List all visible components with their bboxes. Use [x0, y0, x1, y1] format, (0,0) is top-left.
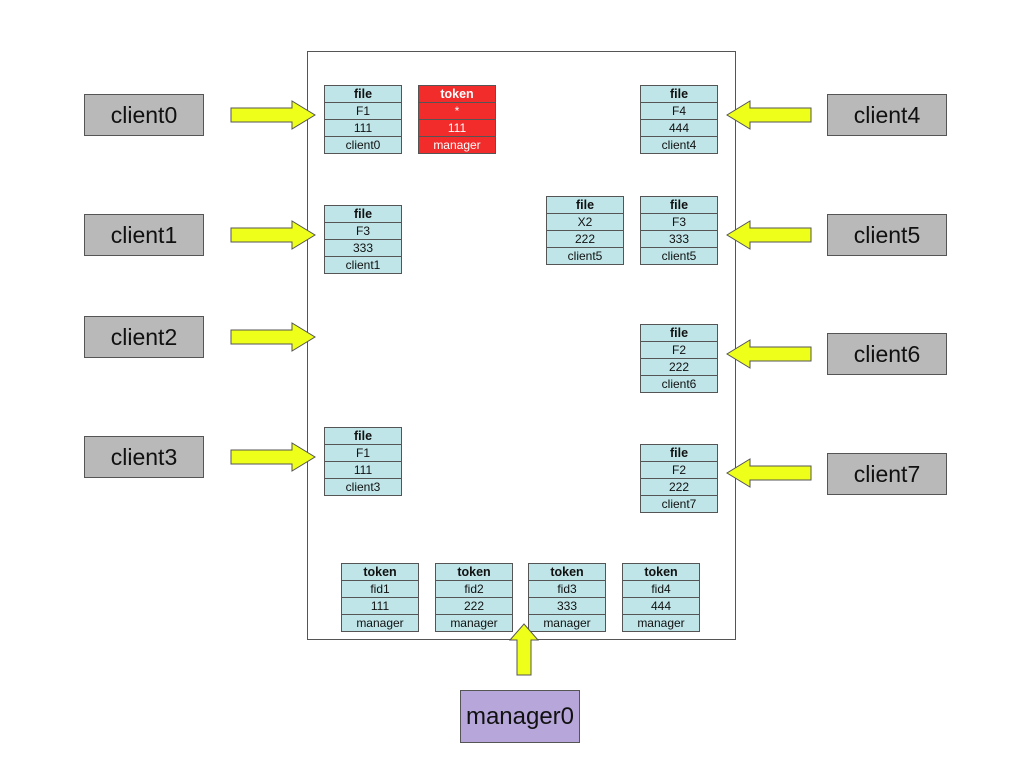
- tuple-field: fid1: [342, 580, 418, 597]
- tuple-header: file: [669, 326, 689, 340]
- tuple-field: F2: [641, 341, 717, 358]
- tuple-x2: file X2 222 client5: [546, 196, 624, 265]
- arrow-manager0: [508, 623, 540, 676]
- tuple-field: 333: [325, 239, 401, 256]
- tuple-field: manager: [623, 614, 699, 631]
- tuple-header: file: [353, 429, 373, 443]
- tuple-client7: file F2 222 client7: [640, 444, 718, 513]
- tuple-fid1: token fid1 111 manager: [341, 563, 419, 632]
- client7-box: client7: [827, 453, 947, 495]
- tuple-field: F2: [641, 461, 717, 478]
- tuple-header: file: [575, 198, 595, 212]
- tuple-field: client1: [325, 256, 401, 273]
- tuple-field: 222: [641, 358, 717, 375]
- tuple-field: 222: [547, 230, 623, 247]
- tuple-field: F4: [641, 102, 717, 119]
- tuple-header: file: [353, 87, 373, 101]
- client4-box: client4: [827, 94, 947, 136]
- tuple-field: fid3: [529, 580, 605, 597]
- tuple-field: client3: [325, 478, 401, 495]
- tuple-header: file: [669, 87, 689, 101]
- tuple-field: 111: [325, 461, 401, 478]
- tuple-client1: file F3 333 client1: [324, 205, 402, 274]
- tuple-field: 333: [641, 230, 717, 247]
- tuple-field: 444: [623, 597, 699, 614]
- tuple-field: client5: [547, 247, 623, 264]
- arrow-client4: [726, 100, 812, 130]
- client6-box: client6: [827, 333, 947, 375]
- tuple-field: 222: [641, 478, 717, 495]
- arrow-client3: [230, 442, 316, 472]
- client2-box: client2: [84, 316, 204, 358]
- tuple-field: manager: [419, 136, 495, 153]
- client1-box: client1: [84, 214, 204, 256]
- tuple-client5: file F3 333 client5: [640, 196, 718, 265]
- client5-box: client5: [827, 214, 947, 256]
- arrow-client6: [726, 339, 812, 369]
- manager0-box: manager0: [460, 690, 580, 743]
- tuple-header: token: [363, 565, 397, 579]
- tuple-field: 333: [529, 597, 605, 614]
- tuple-token-highlighted: token * 111 manager: [418, 85, 496, 154]
- arrow-client7: [726, 458, 812, 488]
- tuple-client4: file F4 444 client4: [640, 85, 718, 154]
- tuple-client0: file F1 111 client0: [324, 85, 402, 154]
- tuple-field: 222: [436, 597, 512, 614]
- tuple-field: 111: [419, 119, 495, 136]
- tuple-client6: file F2 222 client6: [640, 324, 718, 393]
- tuple-header: file: [669, 446, 689, 460]
- arrow-client0: [230, 100, 316, 130]
- tuple-field: X2: [547, 213, 623, 230]
- tuple-fid4: token fid4 444 manager: [622, 563, 700, 632]
- tuple-field: manager: [436, 614, 512, 631]
- tuple-header: token: [440, 87, 474, 101]
- tuple-field: client7: [641, 495, 717, 512]
- tuple-client3: file F1 111 client3: [324, 427, 402, 496]
- arrow-client5: [726, 220, 812, 250]
- client3-box: client3: [84, 436, 204, 478]
- client0-box: client0: [84, 94, 204, 136]
- tuple-field: F1: [325, 102, 401, 119]
- arrow-client2: [230, 322, 316, 352]
- tuple-fid2: token fid2 222 manager: [435, 563, 513, 632]
- tuple-field: 111: [325, 119, 401, 136]
- tuple-field: F3: [641, 213, 717, 230]
- tuple-field: fid2: [436, 580, 512, 597]
- tuple-field: 444: [641, 119, 717, 136]
- tuple-field: fid4: [623, 580, 699, 597]
- tuple-header: file: [353, 207, 373, 221]
- tuple-field: F1: [325, 444, 401, 461]
- tuple-fid3: token fid3 333 manager: [528, 563, 606, 632]
- tuple-header: token: [457, 565, 491, 579]
- tuple-field: 111: [342, 597, 418, 614]
- tuple-field: manager: [529, 614, 605, 631]
- tuple-header: token: [644, 565, 678, 579]
- tuple-field: F3: [325, 222, 401, 239]
- tuple-field: client0: [325, 136, 401, 153]
- tuple-field: client5: [641, 247, 717, 264]
- tuple-field: manager: [342, 614, 418, 631]
- tuple-header: token: [550, 565, 584, 579]
- tuple-field: client4: [641, 136, 717, 153]
- tuple-header: file: [669, 198, 689, 212]
- tuple-field: *: [419, 102, 495, 119]
- tuple-field: client6: [641, 375, 717, 392]
- arrow-client1: [230, 220, 316, 250]
